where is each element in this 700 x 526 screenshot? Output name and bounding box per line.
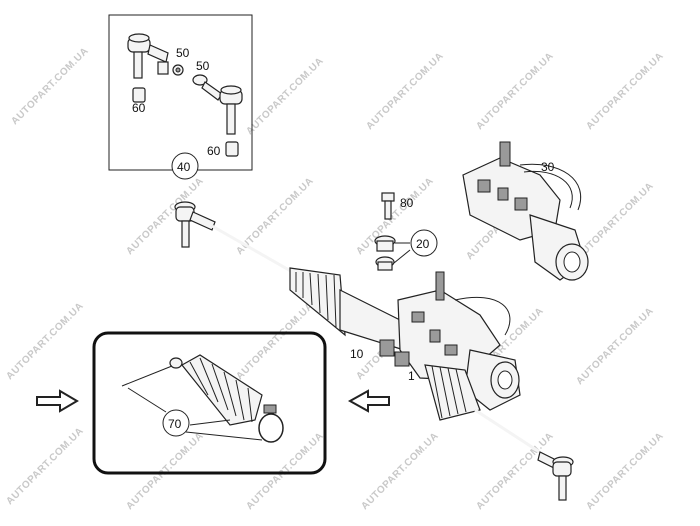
watermark: AUTOPART.COM.UA <box>359 431 441 513</box>
steering-rack-10: 10 1 <box>174 201 574 501</box>
callout-circle-20 <box>410 229 438 257</box>
arrow-right-icon <box>36 389 79 413</box>
bolt-80: 80 <box>381 192 414 220</box>
callout-circle-40 <box>171 152 199 180</box>
callout-50a: 50 <box>176 46 190 60</box>
watermark: AUTOPART.COM.UA <box>364 51 446 133</box>
callout-30: 30 <box>541 160 555 174</box>
bushing-60a <box>132 87 146 103</box>
callout-40: 40 <box>177 160 191 174</box>
detail-frame <box>92 331 327 475</box>
arrow-left-icon <box>347 389 390 413</box>
bushing-20: 20 <box>374 229 438 271</box>
callout-1: 1 <box>408 369 415 383</box>
callout-70: 70 <box>168 417 182 431</box>
callout-60b: 60 <box>207 144 221 158</box>
callout-20: 20 <box>416 237 430 251</box>
watermark: AUTOPART.COM.UA <box>4 426 86 508</box>
watermark: AUTOPART.COM.UA <box>124 431 206 513</box>
watermark: AUTOPART.COM.UA <box>234 301 316 383</box>
inset-tie-rod-kit: 50 50 60 60 40 <box>108 14 253 180</box>
watermark: AUTOPART.COM.UA <box>474 431 556 513</box>
watermark: AUTOPART.COM.UA <box>584 431 666 513</box>
tie-rod-end-left <box>127 33 169 79</box>
callout-10: 10 <box>350 347 364 361</box>
callout-60a: 60 <box>132 101 146 115</box>
tie-rod-end-right <box>192 74 243 135</box>
watermark: AUTOPART.COM.UA <box>474 51 556 133</box>
callout-80: 80 <box>400 196 414 210</box>
detail-boot-kit: 70 <box>92 331 327 475</box>
callout-circle-70 <box>162 409 190 437</box>
watermark: AUTOPART.COM.UA <box>574 181 656 263</box>
watermark: AUTOPART.COM.UA <box>584 51 666 133</box>
watermark: AUTOPART.COM.UA <box>244 56 326 138</box>
watermark: AUTOPART.COM.UA <box>9 46 91 128</box>
electric-motor-30: 30 <box>462 141 589 281</box>
watermark: AUTOPART.COM.UA <box>4 301 86 383</box>
bushing-60b <box>225 141 239 157</box>
callout-50b: 50 <box>196 59 210 73</box>
watermark: AUTOPART.COM.UA <box>574 306 656 388</box>
